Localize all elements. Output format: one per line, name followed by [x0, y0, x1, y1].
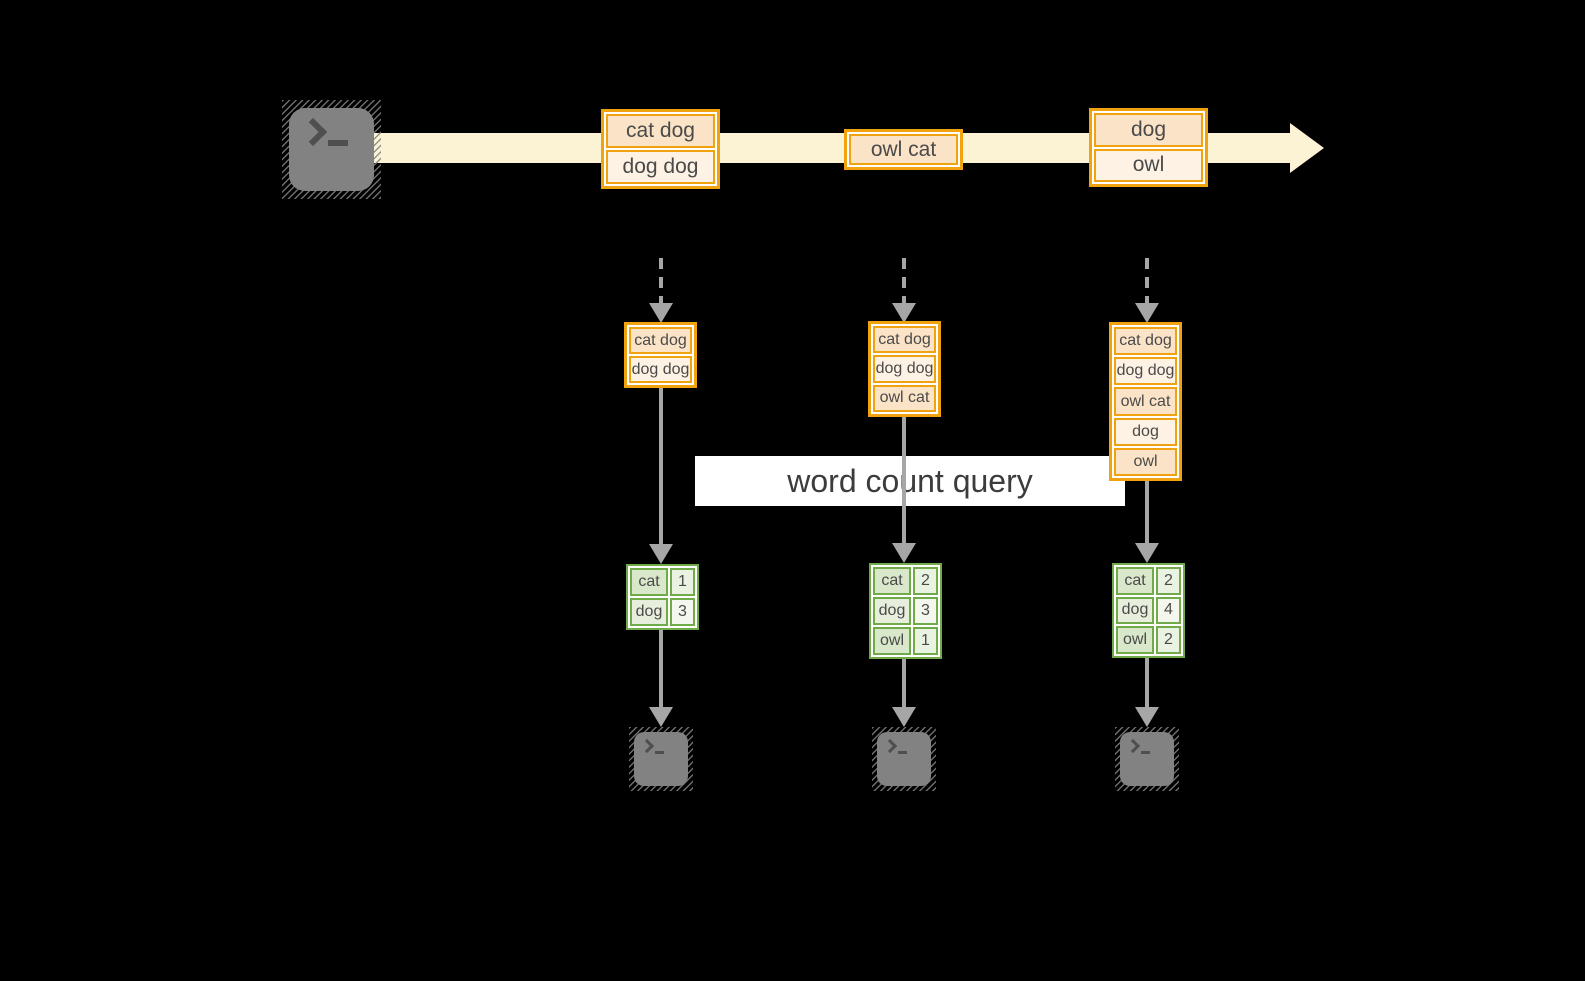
count-table-2: cat 2 dog 3 owl 1 [869, 563, 942, 659]
state-record: dog dog [873, 355, 936, 383]
dashed-arrowhead-2 [892, 303, 916, 323]
count-table-3: cat 2 dog 4 owl 2 [1112, 563, 1185, 658]
batch-record: cat dog [606, 114, 715, 148]
state-record: dog dog [629, 356, 692, 383]
terminal-cursor-icon [328, 140, 348, 146]
sink-terminal-icon-2 [877, 732, 931, 786]
count-value: 2 [913, 567, 938, 595]
count-word: cat [1116, 567, 1154, 595]
state-records-box-3: cat dog dog dog owl cat dog owl [1109, 322, 1182, 481]
dashed-arrow-2 [902, 258, 906, 306]
sink-terminal-icon-3 [1120, 732, 1174, 786]
count-value: 1 [913, 627, 938, 655]
count-value: 2 [1156, 626, 1181, 654]
source-terminal-icon [289, 108, 374, 191]
flow-arrowhead-table-2 [892, 543, 916, 563]
terminal-prompt-icon [639, 738, 655, 754]
dashed-arrowhead-3 [1135, 303, 1159, 323]
state-records-box-2: cat dog dog dog owl cat [868, 321, 941, 417]
count-word: cat [630, 568, 668, 596]
query-banner-label: word count query [787, 462, 1033, 499]
stream-batch-box-2: owl cat [844, 129, 963, 170]
state-record: dog dog [1114, 357, 1177, 386]
count-value: 3 [670, 598, 695, 626]
terminal-cursor-icon [655, 751, 664, 754]
terminal-cursor-icon [898, 751, 907, 754]
terminal-prompt-icon [882, 738, 898, 754]
count-word: dog [630, 598, 668, 626]
state-record: cat dog [629, 327, 692, 354]
count-value: 4 [1156, 596, 1181, 625]
state-record: dog [1114, 417, 1177, 446]
count-word: owl [1116, 626, 1154, 654]
terminal-cursor-icon [1141, 751, 1150, 754]
state-record: cat dog [873, 326, 936, 354]
state-records-box-1: cat dog dog dog [624, 322, 697, 388]
dashed-arrowhead-1 [649, 303, 673, 323]
count-word: cat [873, 567, 911, 595]
state-record: cat dog [1114, 327, 1177, 356]
dashed-arrow-1 [659, 258, 663, 306]
flow-arrowhead-sink-1 [649, 707, 673, 727]
dashed-arrow-3 [1145, 258, 1149, 306]
batch-record: dog [1094, 113, 1203, 147]
flow-arrow-table-to-sink-2 [902, 658, 906, 709]
count-word: dog [1116, 596, 1154, 625]
batch-record: owl [1094, 148, 1203, 182]
count-word: owl [873, 627, 911, 655]
stream-batch-box-1: cat dog dog dog [601, 109, 720, 189]
stream-batch-box-3: dog owl [1089, 108, 1208, 187]
flow-arrowhead-sink-2 [892, 707, 916, 727]
state-record: owl cat [873, 384, 936, 412]
flow-arrowhead-table-3 [1135, 543, 1159, 563]
terminal-prompt-icon [1125, 738, 1141, 754]
count-value: 2 [1156, 567, 1181, 595]
flow-arrow-state-to-table-1 [659, 386, 663, 546]
state-record: owl cat [1114, 387, 1177, 416]
count-table-1: cat 1 dog 3 [626, 564, 699, 630]
batch-record: dog dog [606, 150, 715, 184]
flow-arrow-table-to-sink-1 [659, 629, 663, 709]
count-value: 3 [913, 597, 938, 625]
flow-arrowhead-sink-3 [1135, 707, 1159, 727]
terminal-prompt-icon [298, 117, 328, 147]
flow-arrow-state-to-table-3 [1145, 478, 1149, 545]
state-record: owl [1114, 447, 1177, 477]
query-banner: word count query [695, 456, 1125, 506]
flow-arrow-state-to-table-2 [902, 414, 906, 545]
count-value: 1 [670, 568, 695, 596]
flow-arrow-table-to-sink-3 [1145, 657, 1149, 709]
count-word: dog [873, 597, 911, 625]
stream-right-arrow-icon [1290, 123, 1324, 173]
flow-arrowhead-table-1 [649, 544, 673, 564]
batch-record: owl cat [849, 134, 958, 165]
sink-terminal-icon-1 [634, 732, 688, 786]
